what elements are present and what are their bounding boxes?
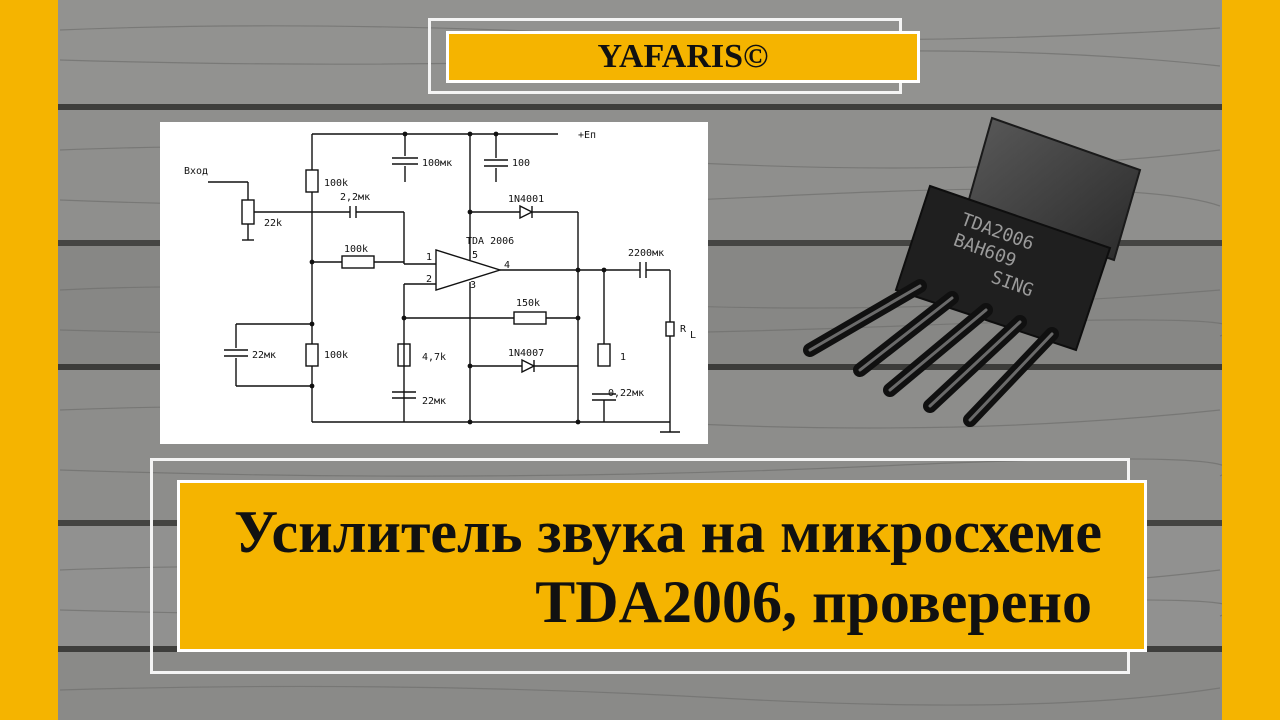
- brand-text: YAFARIS©: [597, 38, 769, 75]
- schematic-ic-label: TDA 2006: [466, 236, 514, 247]
- right-accent-bar: [1222, 0, 1280, 720]
- c-out-label: 2200мк: [628, 248, 664, 259]
- title-line-2: TDA2006, проверено: [535, 569, 1092, 635]
- left-accent-bar: [0, 0, 58, 720]
- r-bottom-label: 100k: [324, 350, 348, 361]
- tda2006-chip-image: TDA2006 BAH609 SING: [803, 116, 1142, 427]
- r-feedback-label: 150k: [516, 298, 540, 309]
- r-gain-label: 4,7k: [422, 352, 446, 363]
- title-banner: Усилитель звука на микросхеме TDA2006, п…: [177, 480, 1147, 652]
- pin-2: 2: [426, 274, 432, 285]
- r-top-label: 100k: [324, 178, 348, 189]
- c-gain-label: 22мк: [422, 396, 446, 407]
- d2-label: 1N4007: [508, 348, 544, 359]
- pin-3: 3: [470, 280, 476, 291]
- r-fb-label: 100k: [344, 244, 368, 255]
- pot-label: 22k: [264, 218, 282, 229]
- pin-5: 5: [472, 250, 478, 261]
- c-supply2-label: 100: [512, 158, 530, 169]
- r-zobel-label: 1: [620, 352, 626, 363]
- pin-1: 1: [426, 252, 432, 263]
- schematic-supply-label: +Eп: [578, 130, 596, 141]
- c-in-label: 2,2мк: [340, 192, 370, 203]
- c-supply1-label: 100мк: [422, 158, 452, 169]
- schematic-input-label: Вход: [184, 166, 208, 177]
- c-zobel-label: 0,22мк: [608, 388, 644, 399]
- load-label: R: [680, 324, 687, 335]
- brand-banner: YAFARIS©: [446, 31, 920, 83]
- title-line-1: Усилитель звука на микросхеме: [233, 499, 1102, 565]
- pin-4: 4: [504, 260, 510, 271]
- c-bias-label: 22мк: [252, 350, 276, 361]
- d1-label: 1N4001: [508, 194, 544, 205]
- load-sub-label: L: [690, 330, 696, 341]
- amplifier-schematic: Вход +Eп TDA 2006 1 2 3 4 5 22k 100k 2,2…: [160, 122, 708, 444]
